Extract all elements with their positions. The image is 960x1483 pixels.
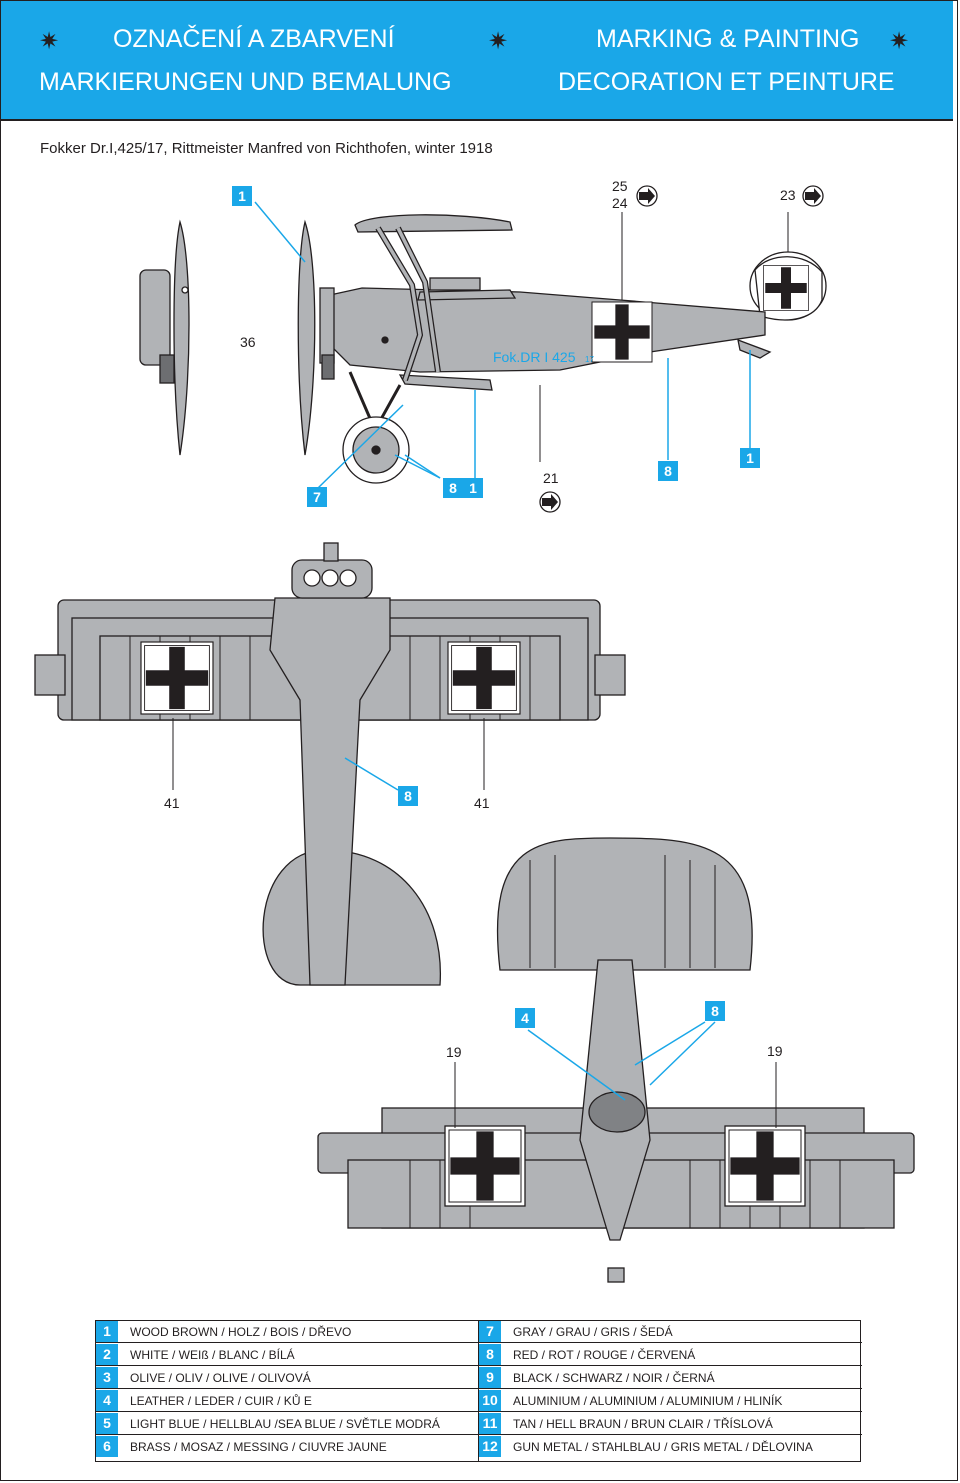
callout-8: 8 [658,461,678,481]
mid-wing-side [417,289,517,301]
callout-24: 24 [612,195,628,211]
legend-row: 4 LEATHER / LEDER / CUIR / KŮ E [96,1390,479,1412]
aircraft-subtitle: Fokker Dr.I,425/17, Rittmeister Manfred … [40,140,493,157]
legend-number: 3 [96,1367,118,1388]
legend-number: 8 [479,1344,501,1365]
fuselage-serial: Fok.DR I 425 [493,349,576,365]
arrow-right-icon [636,185,658,207]
propeller-front [139,219,190,456]
legend-number: 2 [96,1344,118,1365]
arrow-right-icon [539,491,561,513]
callout-8: 8 [705,1001,725,1021]
legend-text: ALUMINIUM / ALUMINIUM / ALUMINIUM / HLIN… [513,1394,783,1408]
title-fr: DECORATION ET PEINTURE [558,68,895,96]
legend-row: 5 LIGHT BLUE / HELLBLAU /SEA BLUE / SVĚTL… [96,1413,479,1435]
legend-text: TAN / HELL BRAUN / BRUN CLAIR / TŘÍSLOVÁ [513,1417,773,1431]
propeller-mounted [297,219,316,456]
legend-row: 7 GRAY / GRAU / GRIS / ŠEDÁ [479,1321,862,1343]
title-de: MARKIERUNGEN UND BEMALUNG [39,68,452,96]
callout-41-right: 41 [474,795,490,811]
top-wing-side [354,214,513,233]
legend-number: 6 [96,1436,118,1457]
callout-41-left: 41 [164,795,180,811]
legend-number: 11 [479,1413,501,1434]
callout-1: 1 [463,478,483,498]
legend-row: 1 WOOD BROWN / HOLZ / BOIS / DŘEVO [96,1321,479,1343]
legend-text: BLACK / SCHWARZ / NOIR / ČERNÁ [513,1371,715,1385]
callout-23: 23 [780,187,796,203]
callout-19-right: 19 [767,1043,783,1059]
star-icon: ✷ [39,28,60,55]
title-cz: OZNAČENÍ A ZBARVENÍ [113,25,395,53]
title-en: MARKING & PAINTING [596,25,860,53]
header-banner: ✷ OZNAČENÍ A ZBARVENÍ ✷ MARKING & PAINTI… [1,1,953,121]
callout-7: 7 [307,487,327,507]
callout-25: 25 [612,178,628,194]
arrow-right-icon [802,185,824,207]
legend-number: 10 [479,1390,501,1411]
star-icon: ✷ [488,28,509,55]
bottom-view [317,837,915,1283]
fuselage-serial-sub: 17 [585,355,594,364]
callout-36: 36 [240,334,256,350]
legend-text: LEATHER / LEDER / CUIR / KŮ E [130,1394,312,1408]
tail-fin [749,251,827,321]
legend-row: 8 RED / ROT / ROUGE / ČERVENÁ [479,1344,862,1366]
color-legend: 1 WOOD BROWN / HOLZ / BOIS / DŘEVO 2 WHITE… [95,1320,862,1462]
tailplane-bottom [496,837,753,971]
legend-number: 4 [96,1390,118,1411]
legend-text: BRASS / MOSAZ / MESSING / CIUVRE JAUNE [130,1440,387,1454]
legend-row: 10 ALUMINIUM / ALUMINIUM / ALUMINIUM / HL… [479,1390,862,1412]
tailplane-top [262,849,442,986]
legend-text: WHITE / WEIß / BLANC / BÍLÁ [130,1348,295,1362]
callout-4: 4 [515,1008,535,1028]
callout-8: 8 [443,478,463,498]
callout-8: 8 [398,786,418,806]
callout-1: 1 [232,186,252,206]
callout-19-left: 19 [446,1044,462,1060]
legend-number: 7 [479,1321,501,1342]
legend-number: 1 [96,1321,118,1342]
legend-row: 2 WHITE / WEIß / BLANC / BÍLÁ [96,1344,479,1366]
callout-21: 21 [543,470,559,486]
legend-text: OLIVE / OLIV / OLIVE / OLIVOVÁ [130,1371,311,1385]
legend-text: GRAY / GRAU / GRIS / ŠEDÁ [513,1325,673,1339]
legend-number: 5 [96,1413,118,1434]
legend-number: 9 [479,1367,501,1388]
callout-1: 1 [740,448,760,468]
legend-number: 12 [479,1436,501,1457]
fuselage-top [269,597,391,986]
legend-text: RED / ROT / ROUGE / ČERVENÁ [513,1348,696,1362]
side-view [139,185,827,513]
legend-text: GUN METAL / STAHLBLAU / GRIS METAL / DĚL… [513,1440,813,1454]
legend-divider [478,1321,479,1461]
top-view [34,542,626,986]
legend-row: 12 GUN METAL / STAHLBLAU / GRIS METAL / D… [479,1436,862,1458]
legend-row: 6 BRASS / MOSAZ / MESSING / CIUVRE JAUNE [96,1436,479,1458]
lower-wing-side [398,374,493,391]
legend-text: LIGHT BLUE / HELLBLAU /SEA BLUE / SVĚTLE… [130,1417,440,1431]
legend-row: 9 BLACK / SCHWARZ / NOIR / ČERNÁ [479,1367,862,1389]
legend-text: WOOD BROWN / HOLZ / BOIS / DŘEVO [130,1325,352,1339]
legend-row: 11 TAN / HELL BRAUN / BRUN CLAIR / TŘÍSLO… [479,1413,862,1435]
legend-row: 3 OLIVE / OLIV / OLIVE / OLIVOVÁ [96,1367,479,1389]
star-icon: ✷ [889,28,910,55]
